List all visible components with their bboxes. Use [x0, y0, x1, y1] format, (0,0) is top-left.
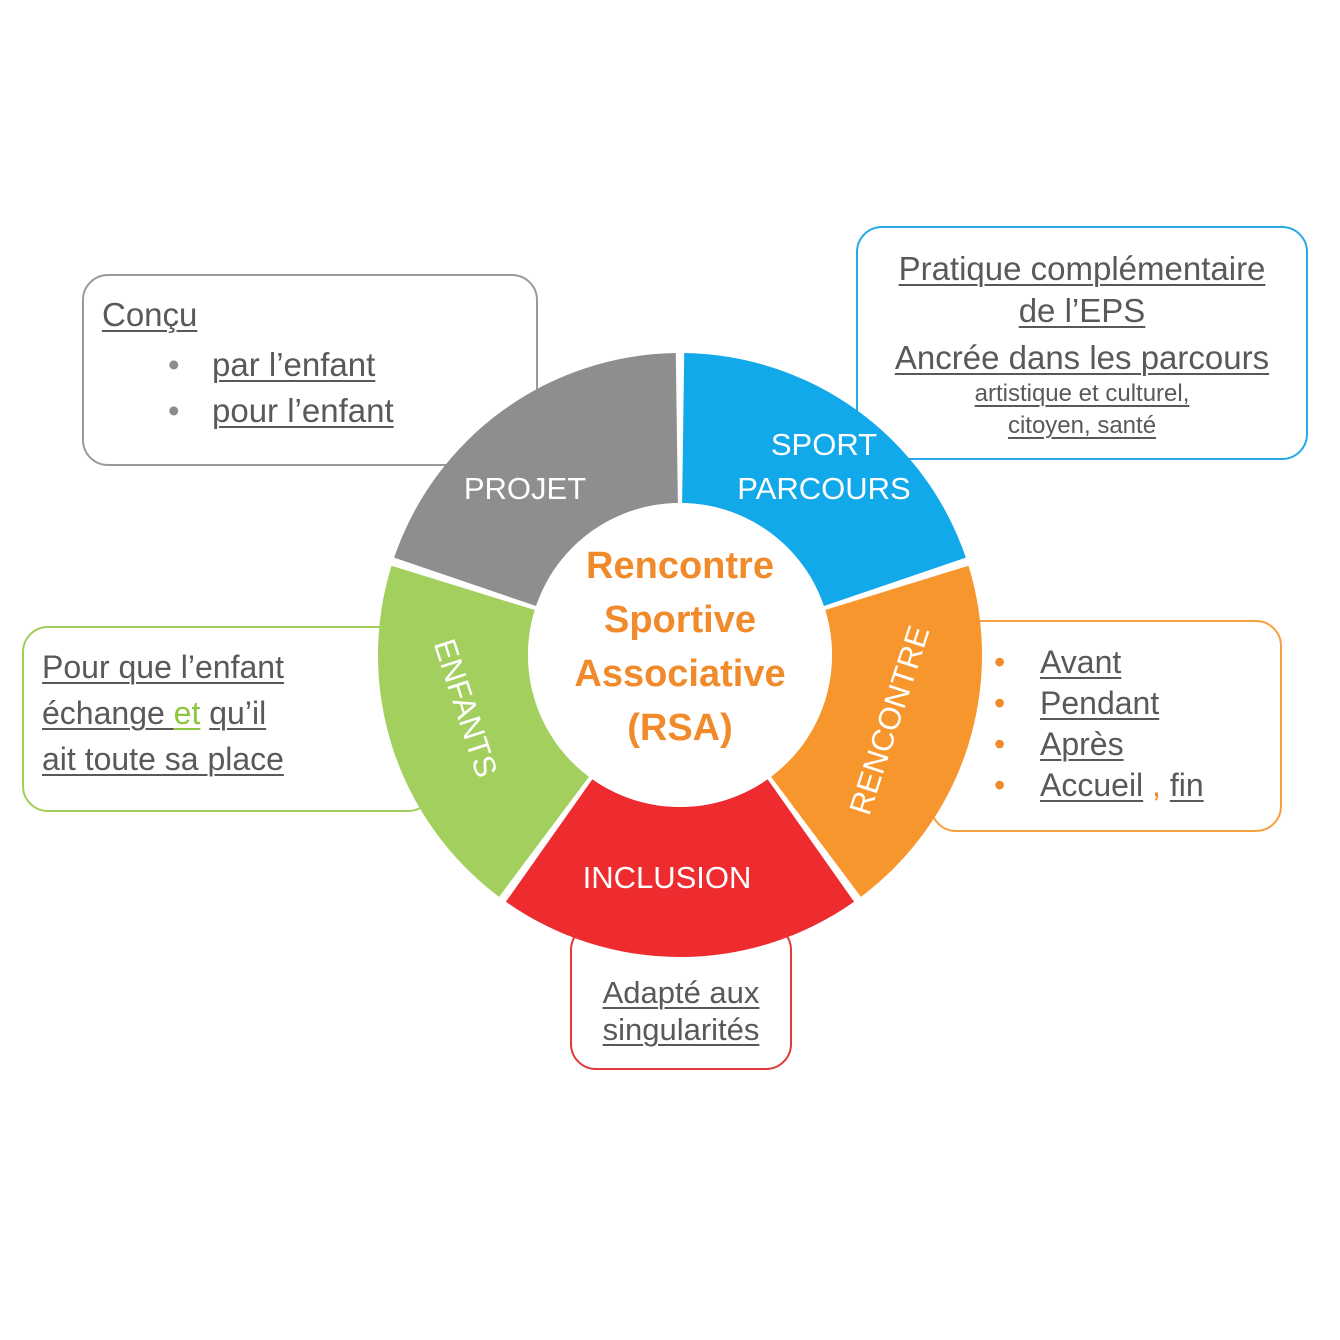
sport-callout-line-1: Pratique complémentaire: [898, 250, 1266, 287]
list-item: •Pendant: [994, 683, 1204, 724]
enfants-callout-text: Pour que l’enfant échange et qu’il ait t…: [42, 649, 284, 777]
bullet-icon: •: [994, 767, 1006, 803]
segment-projet: [394, 353, 678, 607]
segment-label-sport-line-2: PARCOURS: [737, 471, 910, 506]
list-item: •Après: [994, 724, 1204, 765]
center-title: Rencontre Sportive Associative (RSA): [574, 545, 785, 749]
projet-callout-list: •par l’enfant •pour l’enfant: [168, 342, 394, 434]
center-line-4: (RSA): [627, 707, 733, 749]
inclusion-callout-text: Adapté aux singularités: [602, 975, 760, 1047]
list-item: •Avant: [994, 642, 1204, 683]
center-line-3: Associative: [574, 653, 785, 695]
projet-callout-title: Conçu: [102, 296, 198, 333]
separator: ,: [1152, 767, 1161, 803]
rencontre-callout-box: [930, 620, 1282, 832]
center-hub: [528, 503, 832, 807]
sport-callout-line-5: citoyen, santé: [1007, 412, 1157, 439]
center-line-2: Sportive: [604, 599, 756, 641]
bullet-icon: •: [168, 392, 180, 429]
bullet-icon: •: [994, 726, 1006, 762]
projet-callout-box: [82, 274, 538, 466]
segment-label-projet: PROJET: [464, 471, 586, 506]
connector-word: et: [173, 695, 201, 731]
segment-rencontre: [771, 565, 982, 897]
list-item: •par l’enfant: [168, 342, 394, 388]
sport-callout-line-3: Ancrée dans les parcours: [894, 339, 1270, 376]
inclusion-callout-box: [570, 924, 792, 1070]
enfants-callout-box: [22, 626, 434, 812]
sport-callout-line-4: artistique et culturel,: [974, 380, 1190, 407]
segment-sport-parcours: [682, 353, 966, 607]
segment-inclusion: [505, 779, 855, 957]
segment-label-sport-line-1: SPORT: [771, 427, 877, 462]
list-item: •pour l’enfant: [168, 388, 394, 434]
bullet-icon: •: [168, 346, 180, 383]
center-line-1: Rencontre: [586, 545, 774, 587]
segment-label-inclusion: INCLUSION: [583, 860, 752, 895]
sport-callout-box: [856, 226, 1308, 460]
bullet-icon: •: [994, 685, 1006, 721]
bullet-icon: •: [994, 644, 1006, 680]
segment-enfants: [378, 565, 589, 897]
list-item: •Accueil , fin: [994, 765, 1204, 806]
sport-callout-line-2: de l’EPS: [1018, 292, 1146, 329]
rencontre-callout-list: •Avant •Pendant •Après •Accueil , fin: [994, 642, 1204, 806]
